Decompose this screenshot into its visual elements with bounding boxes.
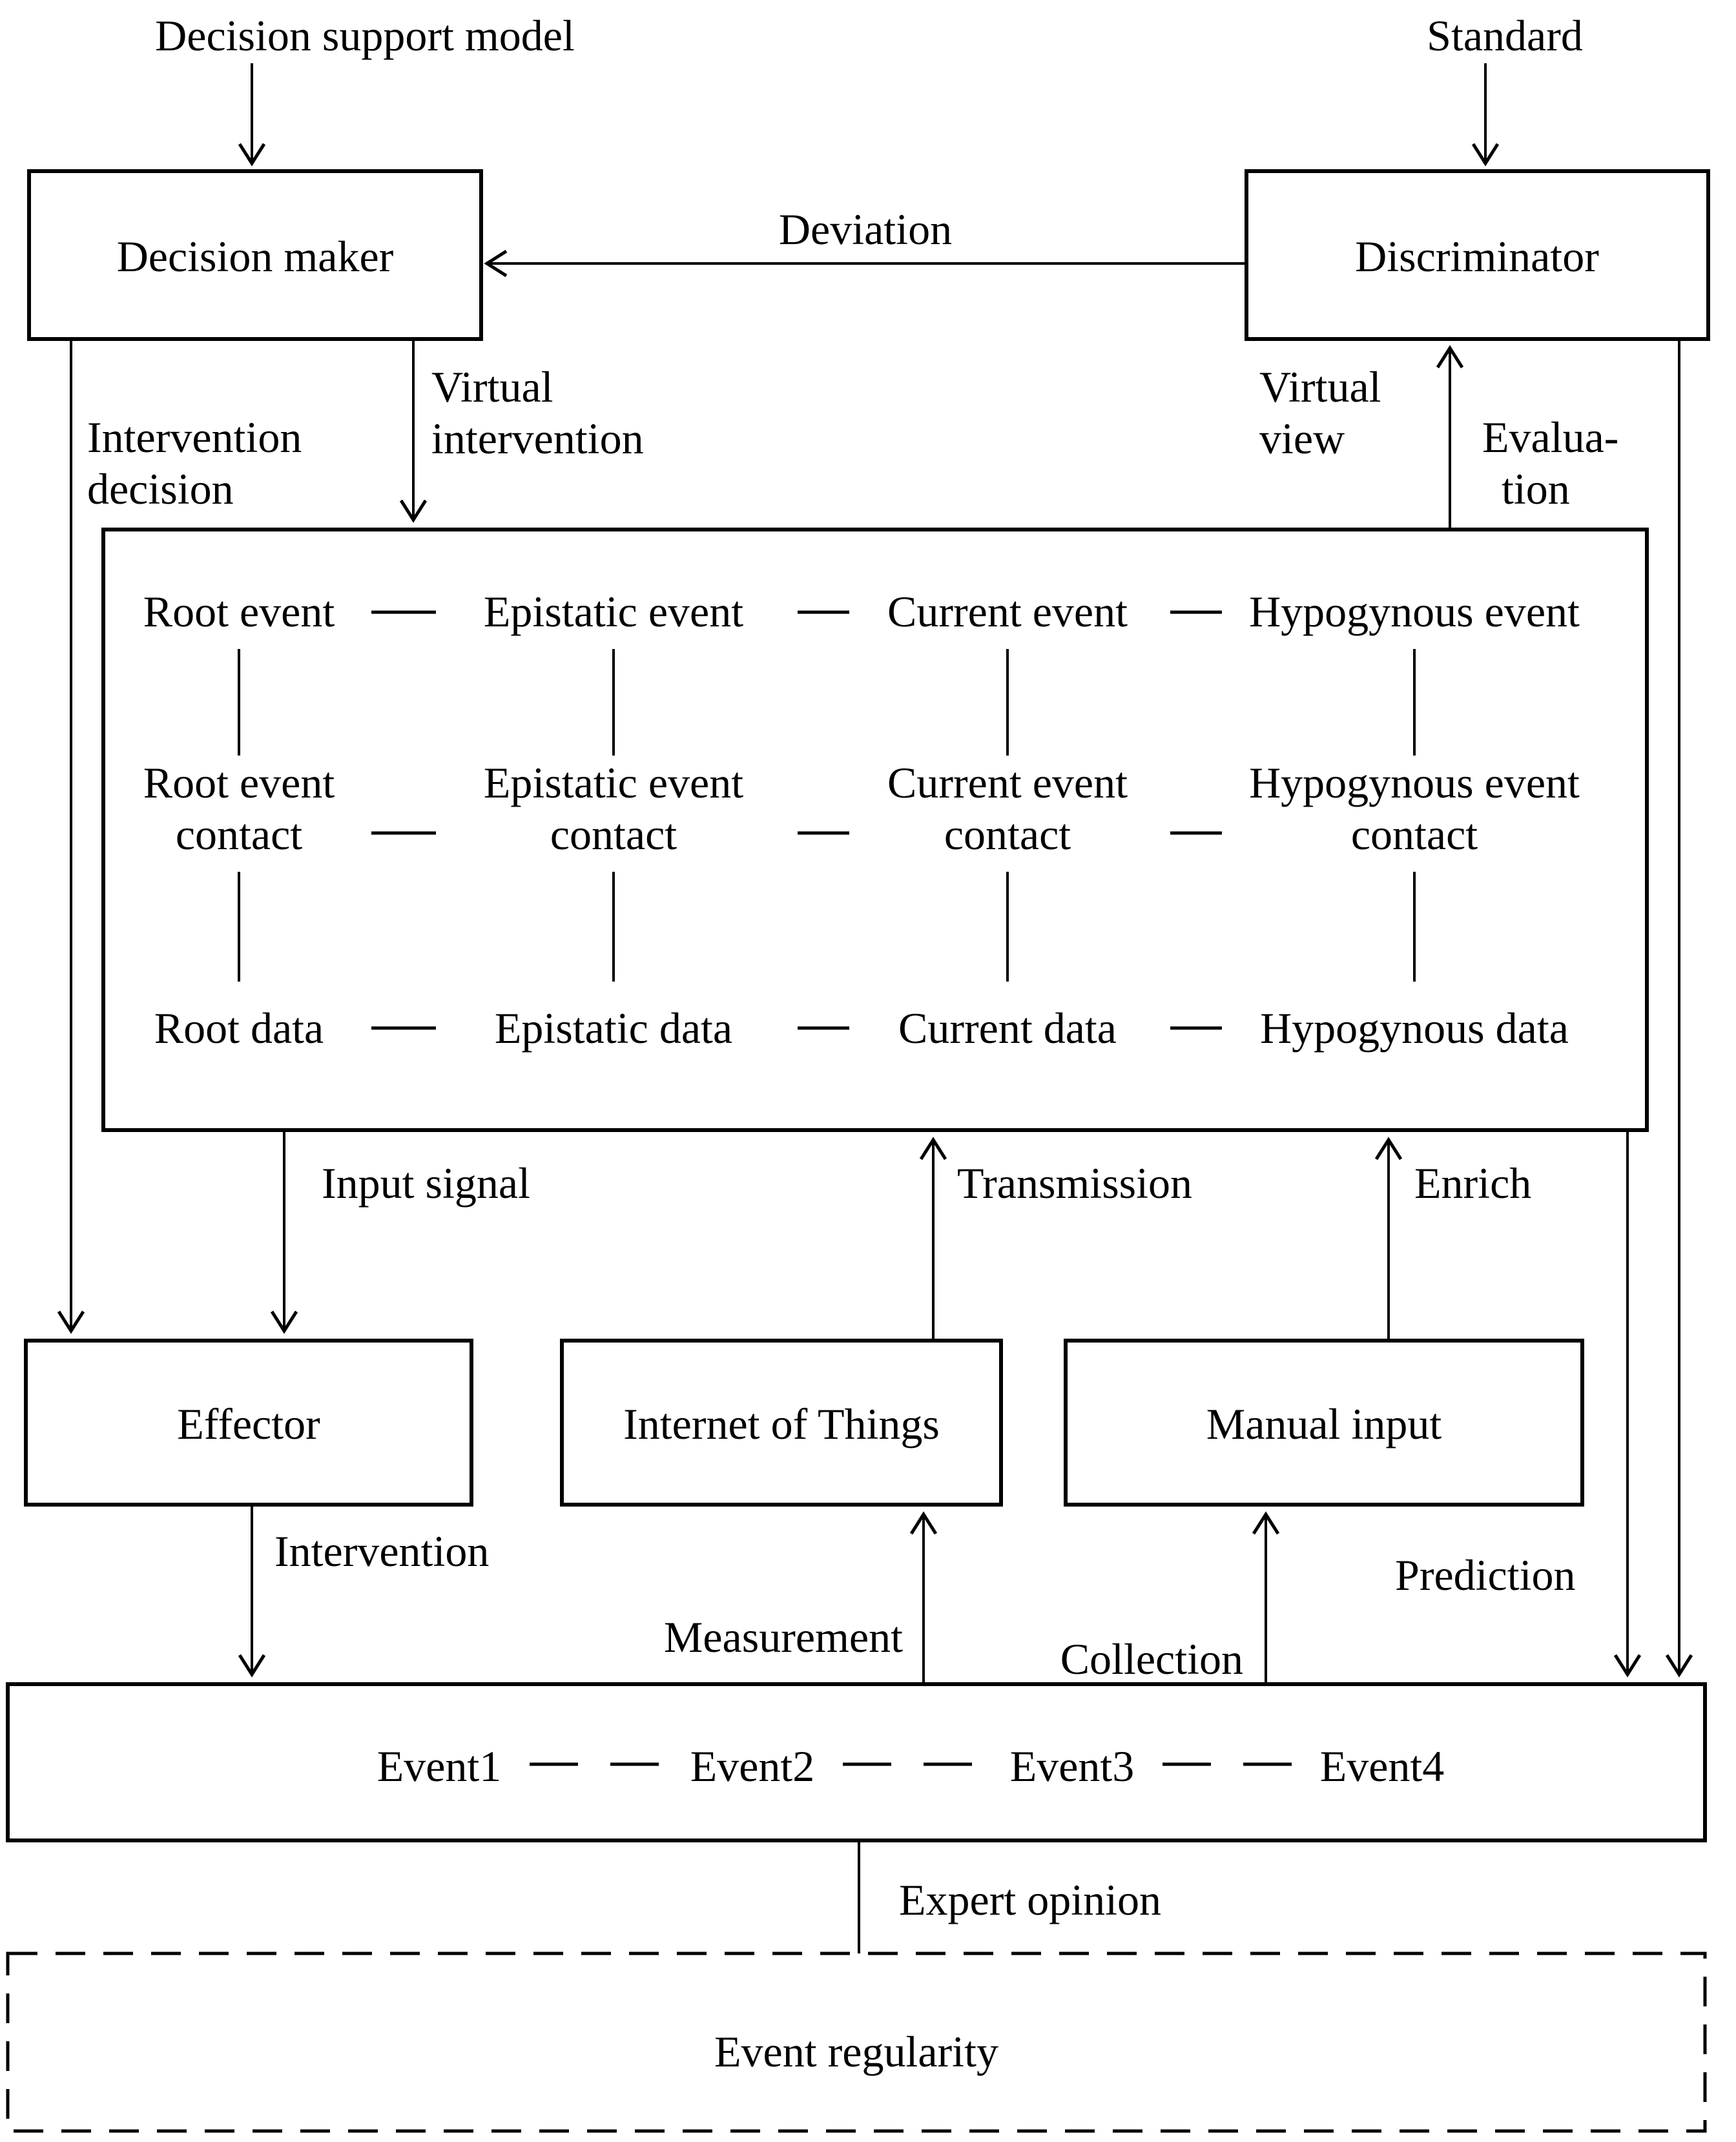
decision-maker-box (27, 169, 483, 341)
grid-epistatic-event-contact-line2: contact (550, 810, 677, 859)
discriminator-label: Discriminator (1355, 232, 1599, 281)
event3-label: Event3 (1010, 1742, 1135, 1791)
virtual-event-model-box (101, 528, 1649, 1132)
grid-root-event-contact-line2: contact (176, 810, 302, 859)
grid-hypogynous-event-contact-line2: contact (1351, 810, 1478, 859)
evaluation-label-line1: Evalua- (1482, 413, 1618, 462)
transmission-label: Transmission (957, 1159, 1192, 1208)
virtual-intervention-label-line2: intervention (431, 414, 644, 463)
grid-hypogynous-data: Hypogynous data (1260, 1004, 1569, 1053)
intervention-decision-label-line1: Intervention (87, 413, 302, 462)
manual-input-label: Manual input (1206, 1399, 1442, 1448)
event-regularity-box (6, 1951, 1707, 2133)
grid-root-event-contact-line1: Root event (143, 758, 335, 807)
grid-epistatic-data: Epistatic data (495, 1004, 732, 1053)
event1-label: Event1 (377, 1742, 502, 1791)
decision-maker-label: Decision maker (117, 232, 394, 281)
grid-current-event: Current event (887, 587, 1128, 636)
grid-hypogynous-event: Hypogynous event (1249, 587, 1580, 636)
enrich-label: Enrich (1414, 1159, 1531, 1208)
grid-current-event-contact-line1: Current event (887, 758, 1128, 807)
grid-epistatic-event-contact-line1: Epistatic event (484, 758, 743, 807)
event2-label: Event2 (690, 1742, 815, 1791)
grid-root-data: Root data (154, 1004, 324, 1053)
virtual-intervention-label-line1: Virtual (431, 362, 553, 411)
grid-current-data: Current data (898, 1004, 1117, 1053)
virtual-view-label-line1: Virtual (1259, 362, 1381, 411)
measurement-label: Measurement (664, 1612, 903, 1662)
intervention-decision-label-line2: decision (87, 464, 234, 513)
event-regularity-label: Event regularity (714, 2027, 998, 2076)
grid-hypogynous-event-contact-line1: Hypogynous event (1249, 758, 1580, 807)
internet-of-things-label: Internet of Things (623, 1399, 940, 1448)
decision-support-model-label: Decision support model (155, 11, 575, 60)
grid-root-event: Root event (143, 587, 335, 636)
effector-label: Effector (177, 1399, 320, 1448)
manual-input-box (1064, 1339, 1584, 1507)
event-chain-box (6, 1682, 1707, 1842)
virtual-view-label-line2: view (1259, 414, 1345, 463)
discriminator-box (1245, 169, 1710, 341)
intervention-label: Intervention (274, 1527, 489, 1576)
internet-of-things-box (560, 1339, 1003, 1507)
expert-opinion-label: Expert opinion (899, 1875, 1161, 1924)
evaluation-label-line2: tion (1502, 464, 1570, 513)
grid-epistatic-event: Epistatic event (484, 587, 743, 636)
standard-label: Standard (1427, 11, 1583, 60)
deviation-label: Deviation (779, 205, 952, 254)
grid-current-event-contact-line2: contact (944, 810, 1071, 859)
collection-label: Collection (1060, 1634, 1243, 1684)
prediction-label: Prediction (1395, 1550, 1576, 1600)
effector-box (24, 1339, 473, 1507)
event4-label: Event4 (1320, 1742, 1445, 1791)
input-signal-label: Input signal (322, 1159, 530, 1208)
